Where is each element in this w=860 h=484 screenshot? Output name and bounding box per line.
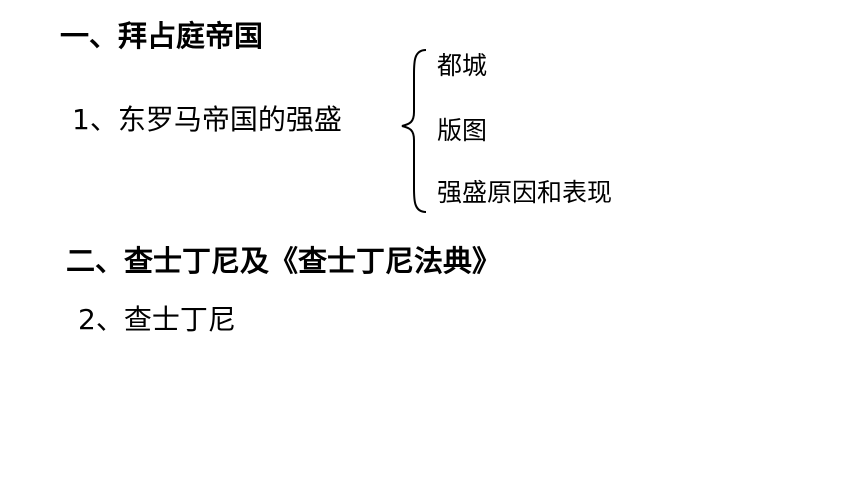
brace-item-capital: 都城 [437,51,488,80]
brace-item-reasons-and-manifestations: 强盛原因和表现 [437,178,613,207]
curly-brace-icon [401,49,427,213]
heading-justinian-and-code: 二、查士丁尼及《查士丁尼法典》 [66,244,502,278]
subheading-eastern-roman-empire: 1、东罗马帝国的强盛 [72,103,342,136]
heading-byzantine-empire: 一、拜占庭帝国 [60,19,264,53]
subheading-justinian: 2、查士丁尼 [78,303,236,336]
brace-item-territory: 版图 [437,116,488,145]
